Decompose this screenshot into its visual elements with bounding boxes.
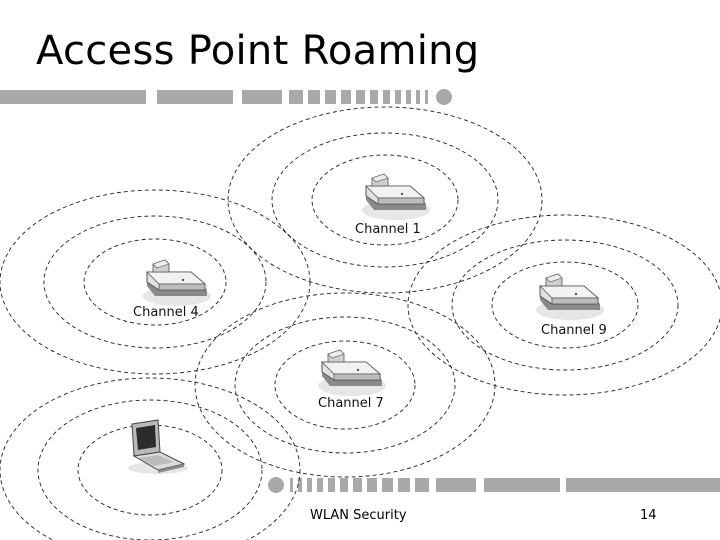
coverage-rings-channel-7: [194, 292, 496, 478]
coverage-rings-channel-1: [227, 106, 543, 294]
channel-label: Channel 9: [541, 323, 607, 338]
access-point-icon: [361, 173, 431, 221]
coverage-rings-laptop-area: [0, 377, 301, 540]
footer-text: WLAN Security: [310, 508, 407, 523]
access-point-channel-4: Channel 4: [133, 259, 212, 320]
access-point-icon: [317, 349, 387, 397]
channel-label: Channel 7: [318, 396, 384, 411]
page-number: 14: [640, 508, 657, 523]
footer-bar: [268, 477, 720, 493]
access-point-icon: [535, 273, 605, 321]
access-point-icon: [142, 259, 212, 307]
access-point-channel-1: Channel 1: [355, 173, 431, 237]
coverage-rings-channel-4: [0, 189, 311, 375]
header-bar: [0, 89, 452, 105]
slide-title: Access Point Roaming: [36, 28, 480, 74]
channel-label: Channel 4: [133, 305, 199, 320]
coverage-rings-channel-9: [407, 214, 720, 396]
channel-label: Channel 1: [355, 222, 421, 237]
laptop-icon: [127, 419, 189, 475]
access-point-channel-9: Channel 9: [535, 273, 607, 338]
access-point-channel-7: Channel 7: [317, 349, 387, 411]
